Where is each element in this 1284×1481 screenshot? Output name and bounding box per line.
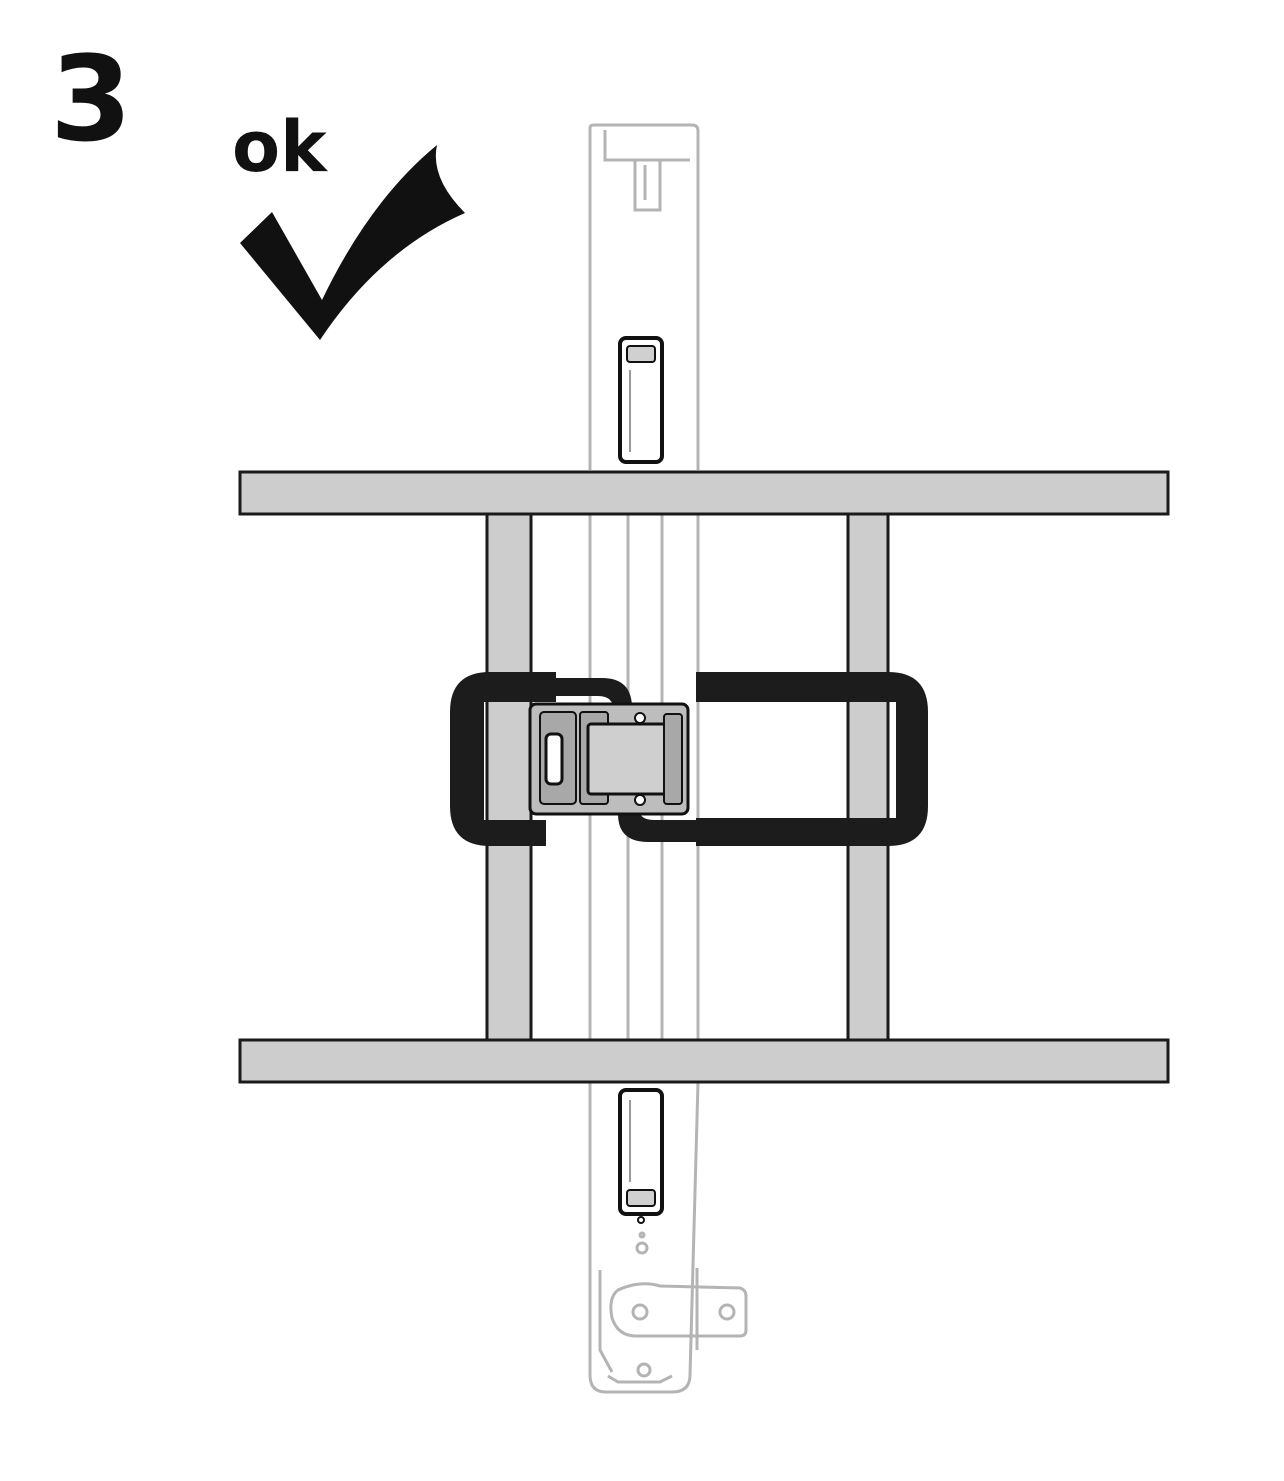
- bottom-rail: [238, 1038, 1170, 1084]
- step-number: 3: [50, 30, 133, 168]
- top-rail: [238, 470, 1170, 516]
- strap-buckle: [528, 702, 690, 816]
- strap-left-loop: [450, 672, 556, 846]
- right-cross-member: [846, 512, 890, 1042]
- strap-right-loop: [696, 672, 928, 846]
- strap-lower-hook: [618, 800, 700, 842]
- strap-band: [556, 678, 632, 722]
- checkmark-icon: [240, 145, 465, 340]
- left-cross-member: [485, 512, 533, 1042]
- ok-label: ok: [232, 106, 327, 188]
- lower-clamp-knob: [618, 1088, 664, 1224]
- upper-clamp-knob: [618, 336, 664, 464]
